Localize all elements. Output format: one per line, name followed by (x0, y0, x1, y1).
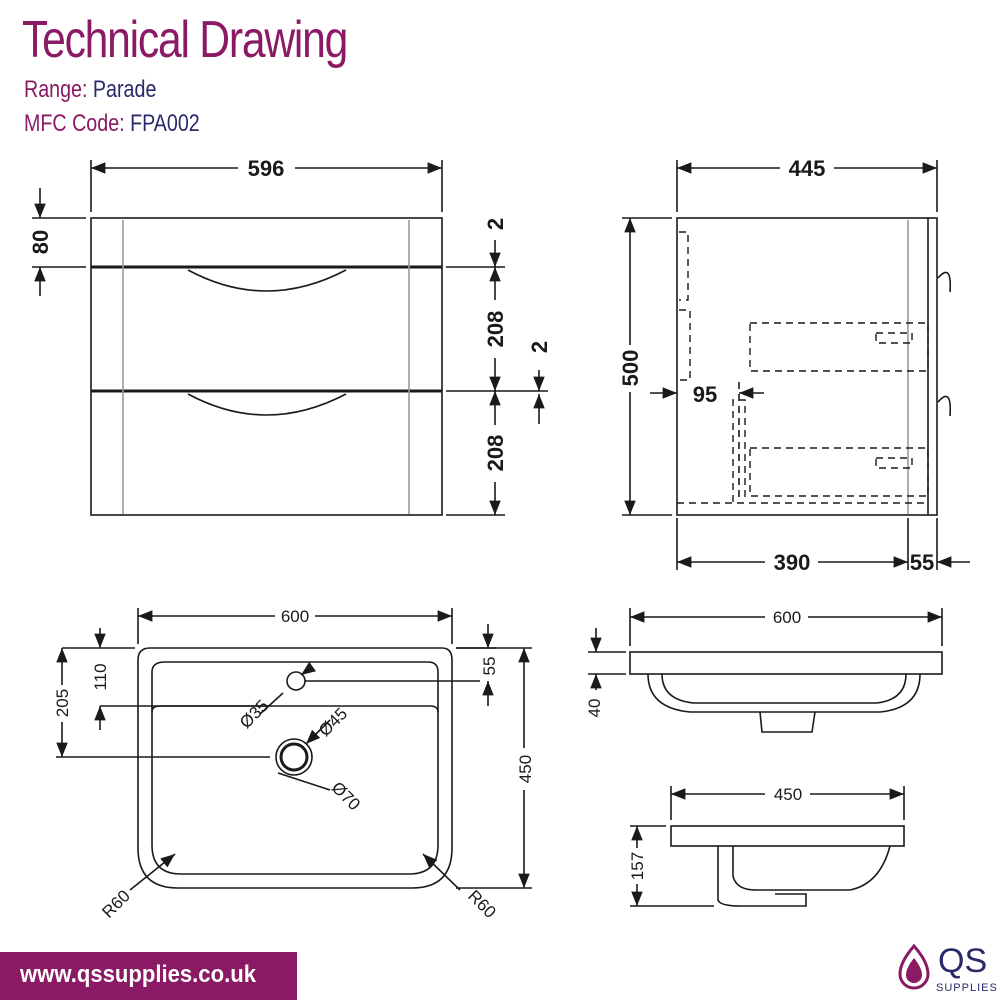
basin-top-view (56, 608, 532, 891)
dim-top-gap: 80 (28, 230, 53, 254)
dim-front-width: 600 (773, 608, 801, 627)
drawer-handle-upper (187, 269, 347, 292)
waste-inner (279, 742, 309, 772)
dim-tap-offset: 110 (91, 663, 110, 690)
waste-outer (275, 738, 313, 776)
side-handle-lower (937, 395, 952, 417)
dim-side-basin-height: 157 (628, 852, 647, 880)
dim-radius-left: R60 (98, 886, 133, 921)
side-handle-upper (937, 271, 952, 293)
code-value: FPA002 (130, 110, 200, 137)
dim-basin-width: 600 (281, 607, 309, 626)
dim-cabinet-width: 596 (248, 156, 285, 181)
dim-side-depth: 445 (789, 156, 826, 181)
basin-front-view (588, 608, 943, 733)
range-value: Parade (92, 76, 157, 103)
dim-radius-right: R60 (464, 886, 499, 921)
dim-waste-offset: 205 (53, 689, 72, 717)
range-label: Range: (24, 76, 88, 103)
logo-text: QS (938, 942, 988, 980)
dim-gap-mid: 2 (527, 341, 552, 353)
dim-gap-top: 2 (483, 218, 508, 230)
code-line: MFC Code: FPA002 (24, 110, 200, 138)
page-title: Technical Drawing (22, 11, 348, 69)
qs-logo-icon (898, 943, 930, 990)
dim-front-lip: 40 (585, 699, 604, 718)
cabinet-front-view (32, 160, 548, 516)
dim-waste-inner: Ø45 (315, 704, 351, 740)
code-label: MFC Code: (24, 110, 125, 137)
drawer-handle-lower (187, 393, 347, 416)
dim-body-depth: 390 (774, 550, 811, 575)
dim-basin-depth: 450 (516, 755, 535, 783)
dim-tap-from-back: 55 (480, 657, 499, 676)
dim-inner-offset: 95 (693, 382, 717, 407)
dim-waste-outer: Ø70 (328, 778, 364, 814)
dim-tap-hole: Ø35 (236, 696, 272, 732)
range-line: Range: Parade (24, 76, 156, 104)
footer-banner: www.qssupplies.co.uk (0, 952, 297, 1000)
logo-subtext: SUPPLIES (936, 982, 998, 994)
dim-drawer-upper: 208 (483, 311, 508, 348)
dim-side-height: 500 (618, 350, 643, 387)
dim-front-depth: 55 (910, 550, 934, 575)
website-url[interactable]: www.qssupplies.co.uk (20, 961, 256, 988)
dim-drawer-lower: 208 (483, 435, 508, 472)
cabinet-side-view (622, 160, 970, 570)
basin-side-view (630, 786, 905, 907)
dim-side-width: 450 (774, 785, 802, 804)
